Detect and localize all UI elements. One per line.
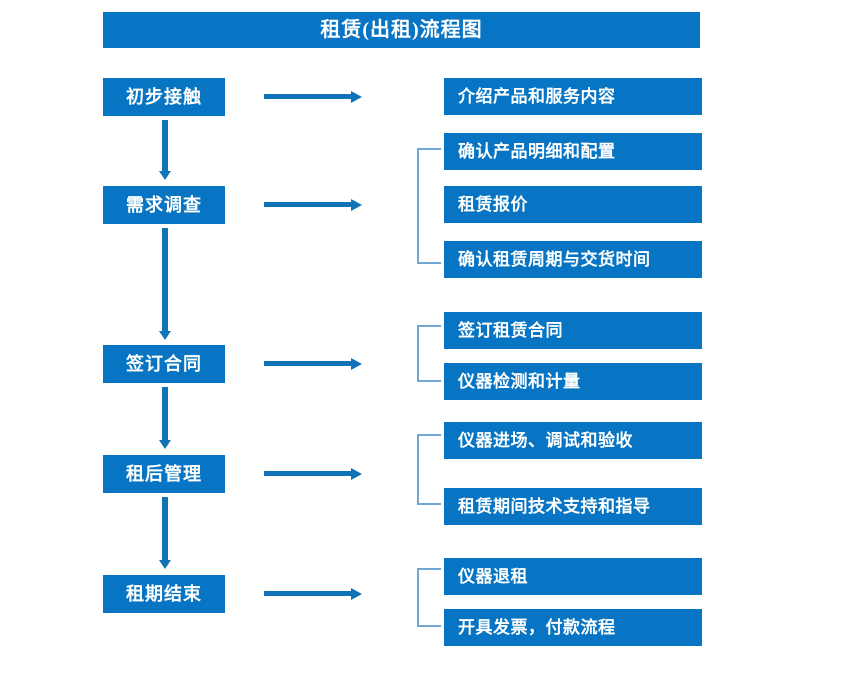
connector-stem [162,120,168,171]
stage-to-detail-arrow-2 [264,199,362,211]
detail-box-1[interactable]: 介绍产品和服务内容 [444,78,702,115]
detail-label-1: 介绍产品和服务内容 [458,87,616,106]
stage-label-2: 需求调查 [126,195,202,215]
chart-title-banner: 租赁(出租)流程图 [103,12,700,48]
connector-arrowhead [159,331,171,340]
detail-box-4[interactable]: 确认租赁周期与交货时间 [444,241,702,278]
stage-to-detail-arrow-5 [264,588,362,600]
group-bracket-management [417,434,441,505]
stage-to-detail-arrow-4 [264,468,362,480]
stage-to-detail-arrow-3 [264,358,362,370]
detail-label-4: 确认租赁周期与交货时间 [458,250,651,269]
stage-box-1[interactable]: 初步接触 [103,78,225,116]
connector-arrow-down-1 [159,120,171,180]
group-bracket-closing [417,568,441,627]
detail-label-9: 仪器退租 [458,567,528,586]
connector-arrowhead [159,560,171,569]
detail-box-6[interactable]: 仪器检测和计量 [444,363,702,400]
stage-box-2[interactable]: 需求调查 [103,186,225,224]
stage-box-5[interactable]: 租期结束 [103,575,225,613]
detail-label-5: 签订租赁合同 [458,321,563,340]
stage-label-4: 租后管理 [126,464,202,484]
detail-box-3[interactable]: 租赁报价 [444,186,702,223]
connector-arrow-down-2 [159,228,171,340]
arrow-stem [264,202,352,207]
arrow-stem [264,94,352,99]
stage-box-3[interactable]: 签订合同 [103,345,225,383]
detail-label-8: 租赁期间技术支持和指导 [458,497,651,516]
detail-box-10[interactable]: 开具发票，付款流程 [444,609,702,646]
stage-box-4[interactable]: 租后管理 [103,455,225,493]
arrow-head [351,358,362,370]
detail-label-7: 仪器进场、调试和验收 [458,431,633,450]
connector-arrow-down-3 [159,387,171,449]
arrow-head [351,91,362,103]
arrow-stem [264,591,352,596]
detail-box-9[interactable]: 仪器退租 [444,558,702,595]
group-bracket-contract [417,325,441,382]
detail-label-2: 确认产品明细和配置 [458,142,616,161]
detail-label-10: 开具发票，付款流程 [458,618,616,637]
connector-arrowhead [159,171,171,180]
connector-stem [162,228,168,331]
arrow-stem [264,471,352,476]
stage-label-5: 租期结束 [126,584,202,604]
connector-arrowhead [159,440,171,449]
detail-label-6: 仪器检测和计量 [458,372,581,391]
arrow-head [351,199,362,211]
connector-stem [162,387,168,440]
stage-to-detail-arrow-1 [264,91,362,103]
detail-box-2[interactable]: 确认产品明细和配置 [444,133,702,170]
arrow-head [351,468,362,480]
detail-box-5[interactable]: 签订租赁合同 [444,312,702,349]
arrow-head [351,588,362,600]
page-title: 租赁(出租)流程图 [320,19,483,41]
stage-label-1: 初步接触 [126,87,202,107]
detail-box-7[interactable]: 仪器进场、调试和验收 [444,422,702,459]
detail-label-3: 租赁报价 [458,195,528,214]
stage-label-3: 签订合同 [126,354,202,374]
group-bracket-needs [417,148,441,264]
connector-stem [162,497,168,560]
connector-arrow-down-4 [159,497,171,569]
detail-box-8[interactable]: 租赁期间技术支持和指导 [444,488,702,525]
arrow-stem [264,361,352,366]
